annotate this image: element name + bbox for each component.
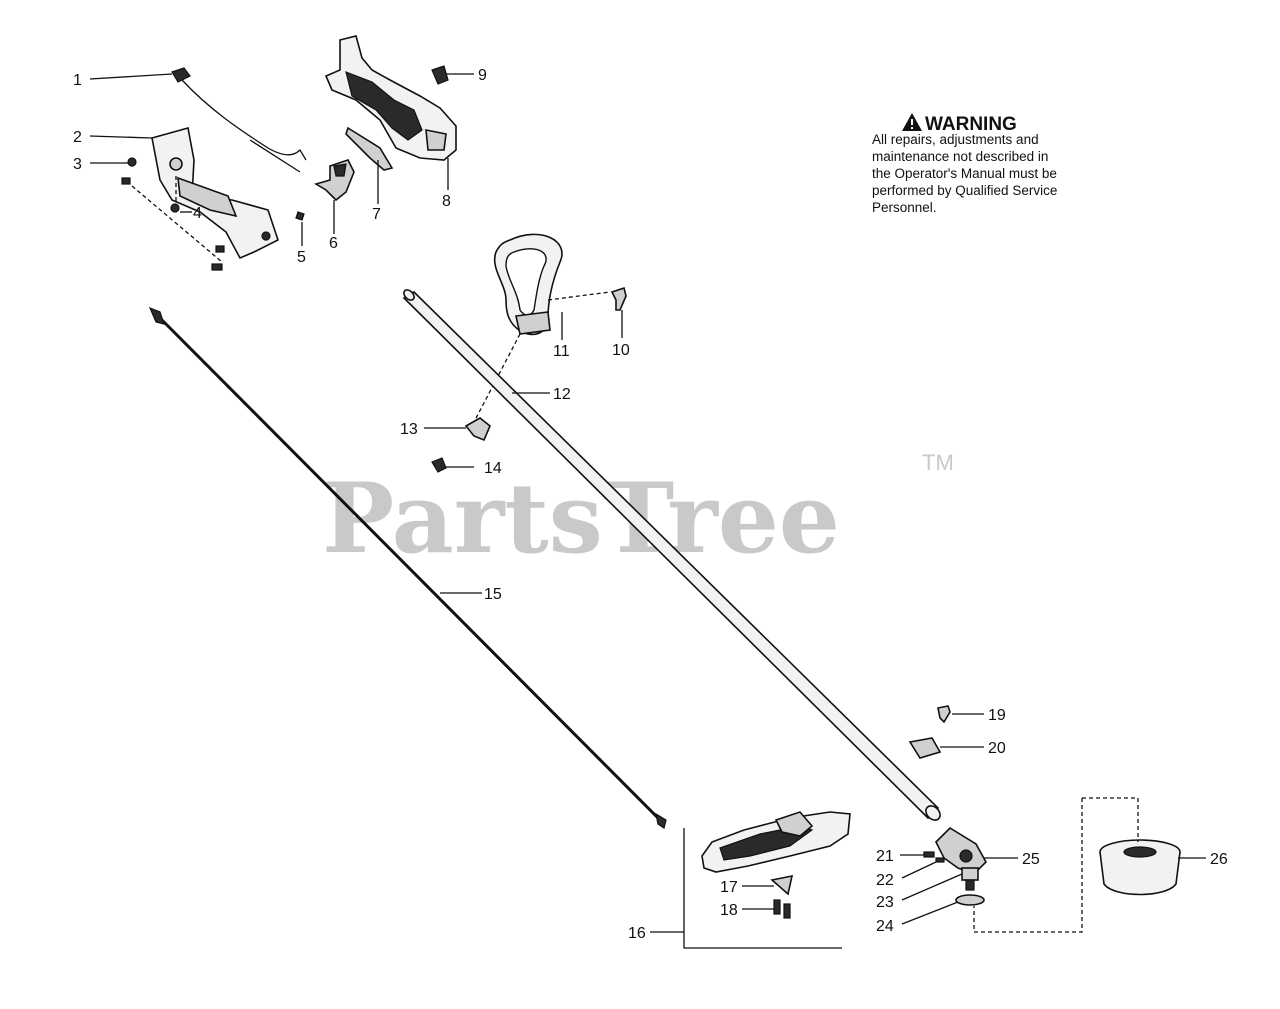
callout-7[interactable]: 7 — [372, 206, 381, 223]
part-8-handle-housing[interactable] — [324, 35, 457, 161]
part-20-clamp[interactable] — [908, 737, 942, 759]
part-7-switch[interactable] — [345, 126, 394, 171]
callout-16[interactable]: 16 — [628, 925, 646, 942]
part-25-gear-head[interactable] — [935, 826, 987, 875]
part-26-trimmer-head[interactable] — [1099, 839, 1181, 896]
part-5-clip[interactable] — [295, 211, 305, 221]
part-6-throttle-trigger[interactable] — [314, 159, 355, 202]
warning-line-3: the Operator's Manual must be — [872, 166, 1057, 181]
callout-22[interactable]: 22 — [876, 872, 894, 889]
callout-labels: 1 2 3 4 5 6 7 8 9 10 11 12 13 14 15 16 1… — [73, 67, 1228, 942]
watermark-trademark: TM — [922, 450, 954, 475]
part-9-knob[interactable] — [431, 65, 449, 85]
callout-11[interactable]: 11 — [553, 343, 570, 360]
callout-3[interactable]: 3 — [73, 156, 82, 173]
callout-4[interactable]: 4 — [193, 205, 202, 222]
callout-13[interactable]: 13 — [400, 421, 418, 438]
callout-14[interactable]: 14 — [484, 460, 502, 477]
dashed-assembly-line-3 — [547, 291, 611, 301]
bracket-16 — [683, 828, 842, 949]
callout-18[interactable]: 18 — [720, 902, 738, 919]
warning-line-1: All repairs, adjustments and — [872, 132, 1039, 147]
warning-line-4: performed by Qualified Service — [872, 183, 1057, 198]
watermark-text: PartsTree — [322, 462, 840, 575]
callout-24[interactable]: 24 — [876, 918, 894, 935]
callout-17[interactable]: 17 — [720, 879, 738, 896]
part-11-loop-handle[interactable] — [493, 233, 563, 336]
part-22-screw[interactable] — [935, 857, 945, 863]
callout-23[interactable]: 23 — [876, 894, 894, 911]
dashed-assembly-line-1 — [131, 185, 223, 263]
part-1-throttle-cable[interactable] — [171, 67, 307, 173]
callout-12[interactable]: 12 — [553, 386, 571, 403]
callout-1[interactable]: 1 — [73, 72, 82, 89]
watermark: PartsTree TM — [322, 450, 954, 575]
callout-2[interactable]: 2 — [73, 129, 82, 146]
part-4-nut[interactable] — [170, 203, 180, 213]
callout-8[interactable]: 8 — [442, 193, 451, 210]
part-12-shaft-tube[interactable] — [402, 288, 943, 823]
dashed-assembly-line-5 — [1082, 797, 1139, 842]
part-24-washer[interactable] — [955, 894, 985, 906]
part-16-guard[interactable] — [701, 811, 851, 873]
part-23-spindle[interactable] — [961, 867, 979, 891]
part-14-nut[interactable] — [431, 457, 447, 473]
part-3-screw[interactable] — [121, 157, 137, 185]
part-13-clamp[interactable] — [464, 417, 491, 442]
dashed-assembly-line-6 — [973, 798, 1083, 933]
callout-10[interactable]: 10 — [612, 342, 630, 359]
callout-25[interactable]: 25 — [1022, 851, 1040, 868]
callout-21[interactable]: 21 — [876, 848, 894, 865]
callout-6[interactable]: 6 — [329, 235, 338, 252]
part-15-drive-shaft[interactable] — [148, 306, 667, 829]
warning-line-2: maintenance not described in — [872, 149, 1048, 164]
callout-19[interactable]: 19 — [988, 707, 1006, 724]
callout-9[interactable]: 9 — [478, 67, 487, 84]
part-screw-lower[interactable] — [211, 245, 225, 271]
callout-26[interactable]: 26 — [1210, 851, 1228, 868]
part-21-screw[interactable] — [923, 851, 935, 858]
part-18-screws[interactable] — [773, 899, 791, 919]
callout-5[interactable]: 5 — [297, 249, 306, 266]
warning-notice: WARNING All repairs, adjustments and mai… — [872, 113, 1057, 215]
callout-20[interactable]: 20 — [988, 740, 1006, 757]
part-10-bolt[interactable] — [610, 286, 627, 311]
leader-lines — [89, 73, 1206, 933]
part-19-bolt[interactable] — [937, 705, 951, 724]
callout-15[interactable]: 15 — [484, 586, 502, 603]
warning-line-5: Personnel. — [872, 200, 937, 215]
warning-title: WARNING — [925, 114, 1017, 135]
part-17-blade[interactable] — [770, 874, 794, 896]
part-2-rear-handle[interactable] — [151, 126, 279, 260]
